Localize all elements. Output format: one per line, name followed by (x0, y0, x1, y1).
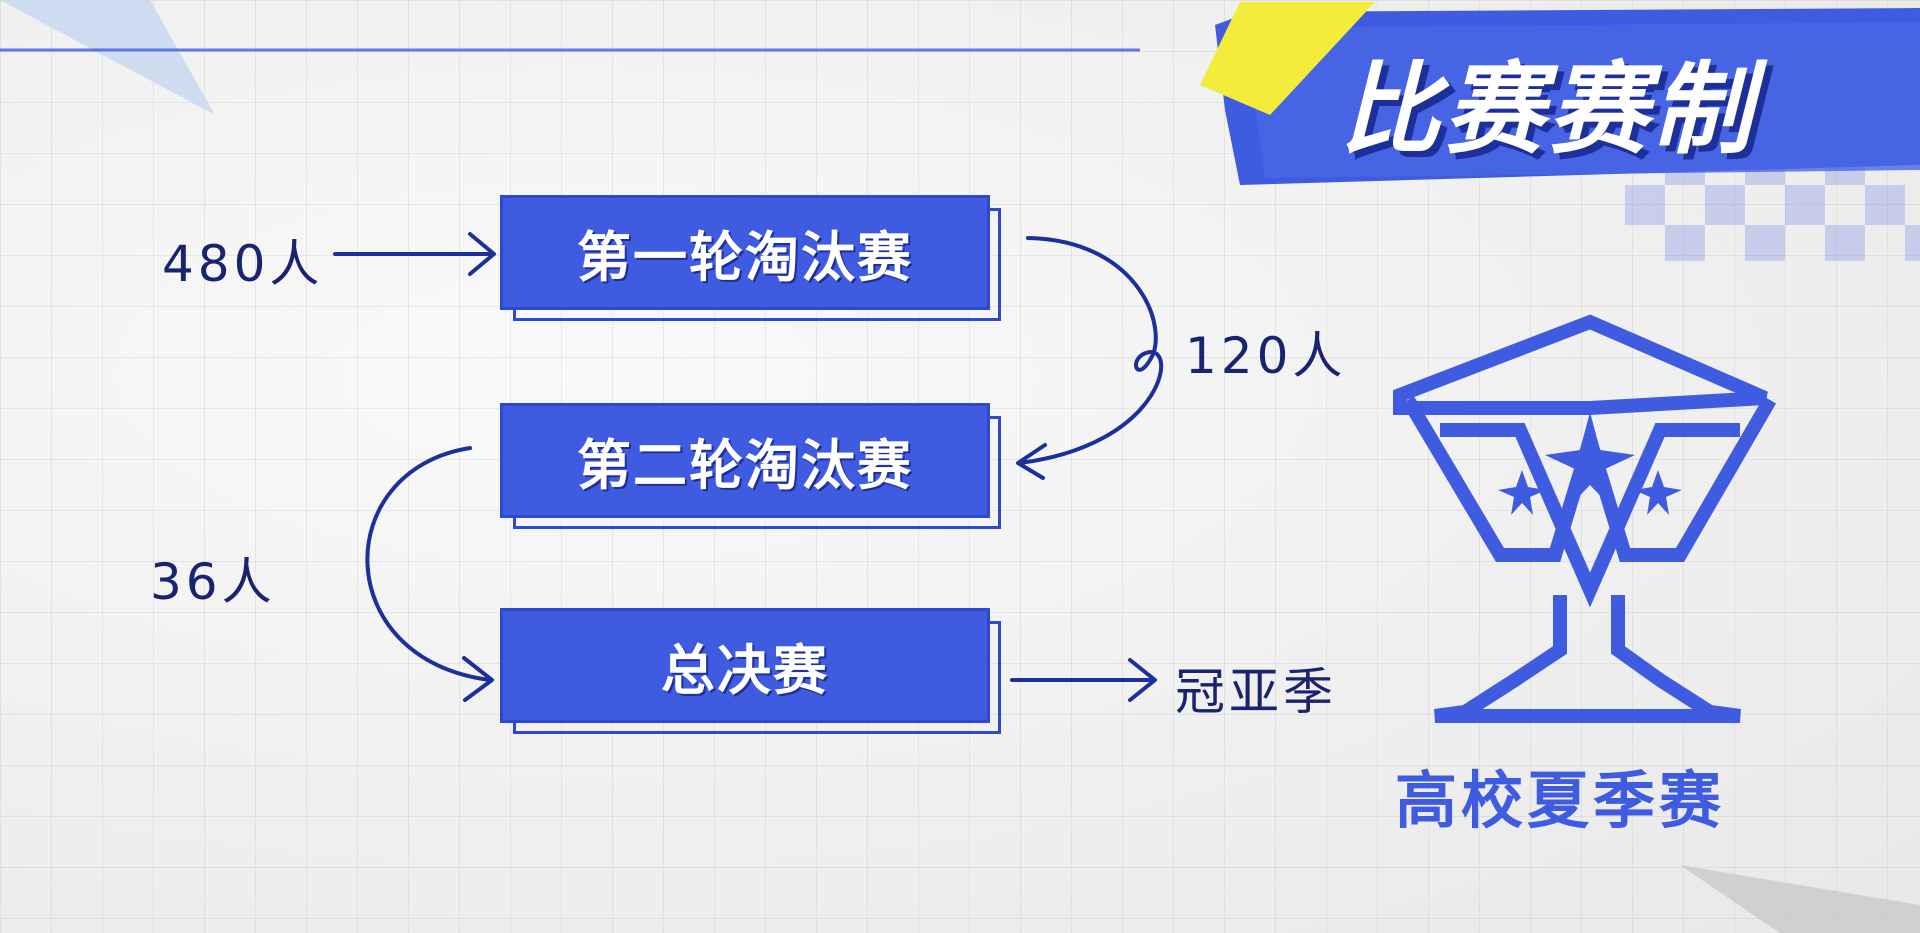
stage-box-final: 总决赛 (500, 608, 1001, 734)
stage-label: 总决赛 (661, 639, 829, 702)
star-icon (1545, 412, 1635, 508)
stage-label: 第二轮淘汰赛 (577, 434, 913, 497)
arrow-final-to-result (1010, 658, 1157, 702)
arrow-entrants-to-round-one (333, 232, 496, 276)
stage-box-round-one: 第一轮淘汰赛 (500, 195, 1001, 321)
star-icon (1498, 470, 1546, 515)
count-after-round-two: 36人 (150, 553, 276, 611)
count-after-round-one: 120人 (1185, 327, 1347, 385)
logo-caption: 高校夏季赛 (1395, 764, 1726, 837)
stage-label: 第一轮淘汰赛 (577, 226, 913, 289)
arrow-round-one-to-round-two (1016, 236, 1164, 480)
stage-box-round-two: 第二轮淘汰赛 (500, 403, 1001, 529)
star-icon (1634, 470, 1682, 515)
count-entrants: 480人 (162, 235, 324, 293)
page-title: 比赛赛制 (1340, 51, 1756, 168)
corner-triangle-bottom-right (1680, 865, 1920, 933)
checker-pattern (1625, 145, 1920, 261)
arrow-round-two-to-final (365, 446, 494, 702)
final-result-label: 冠亚季 (1175, 663, 1337, 721)
corner-triangle-top-left (0, 0, 215, 115)
yellow-tape (1200, 2, 1375, 115)
